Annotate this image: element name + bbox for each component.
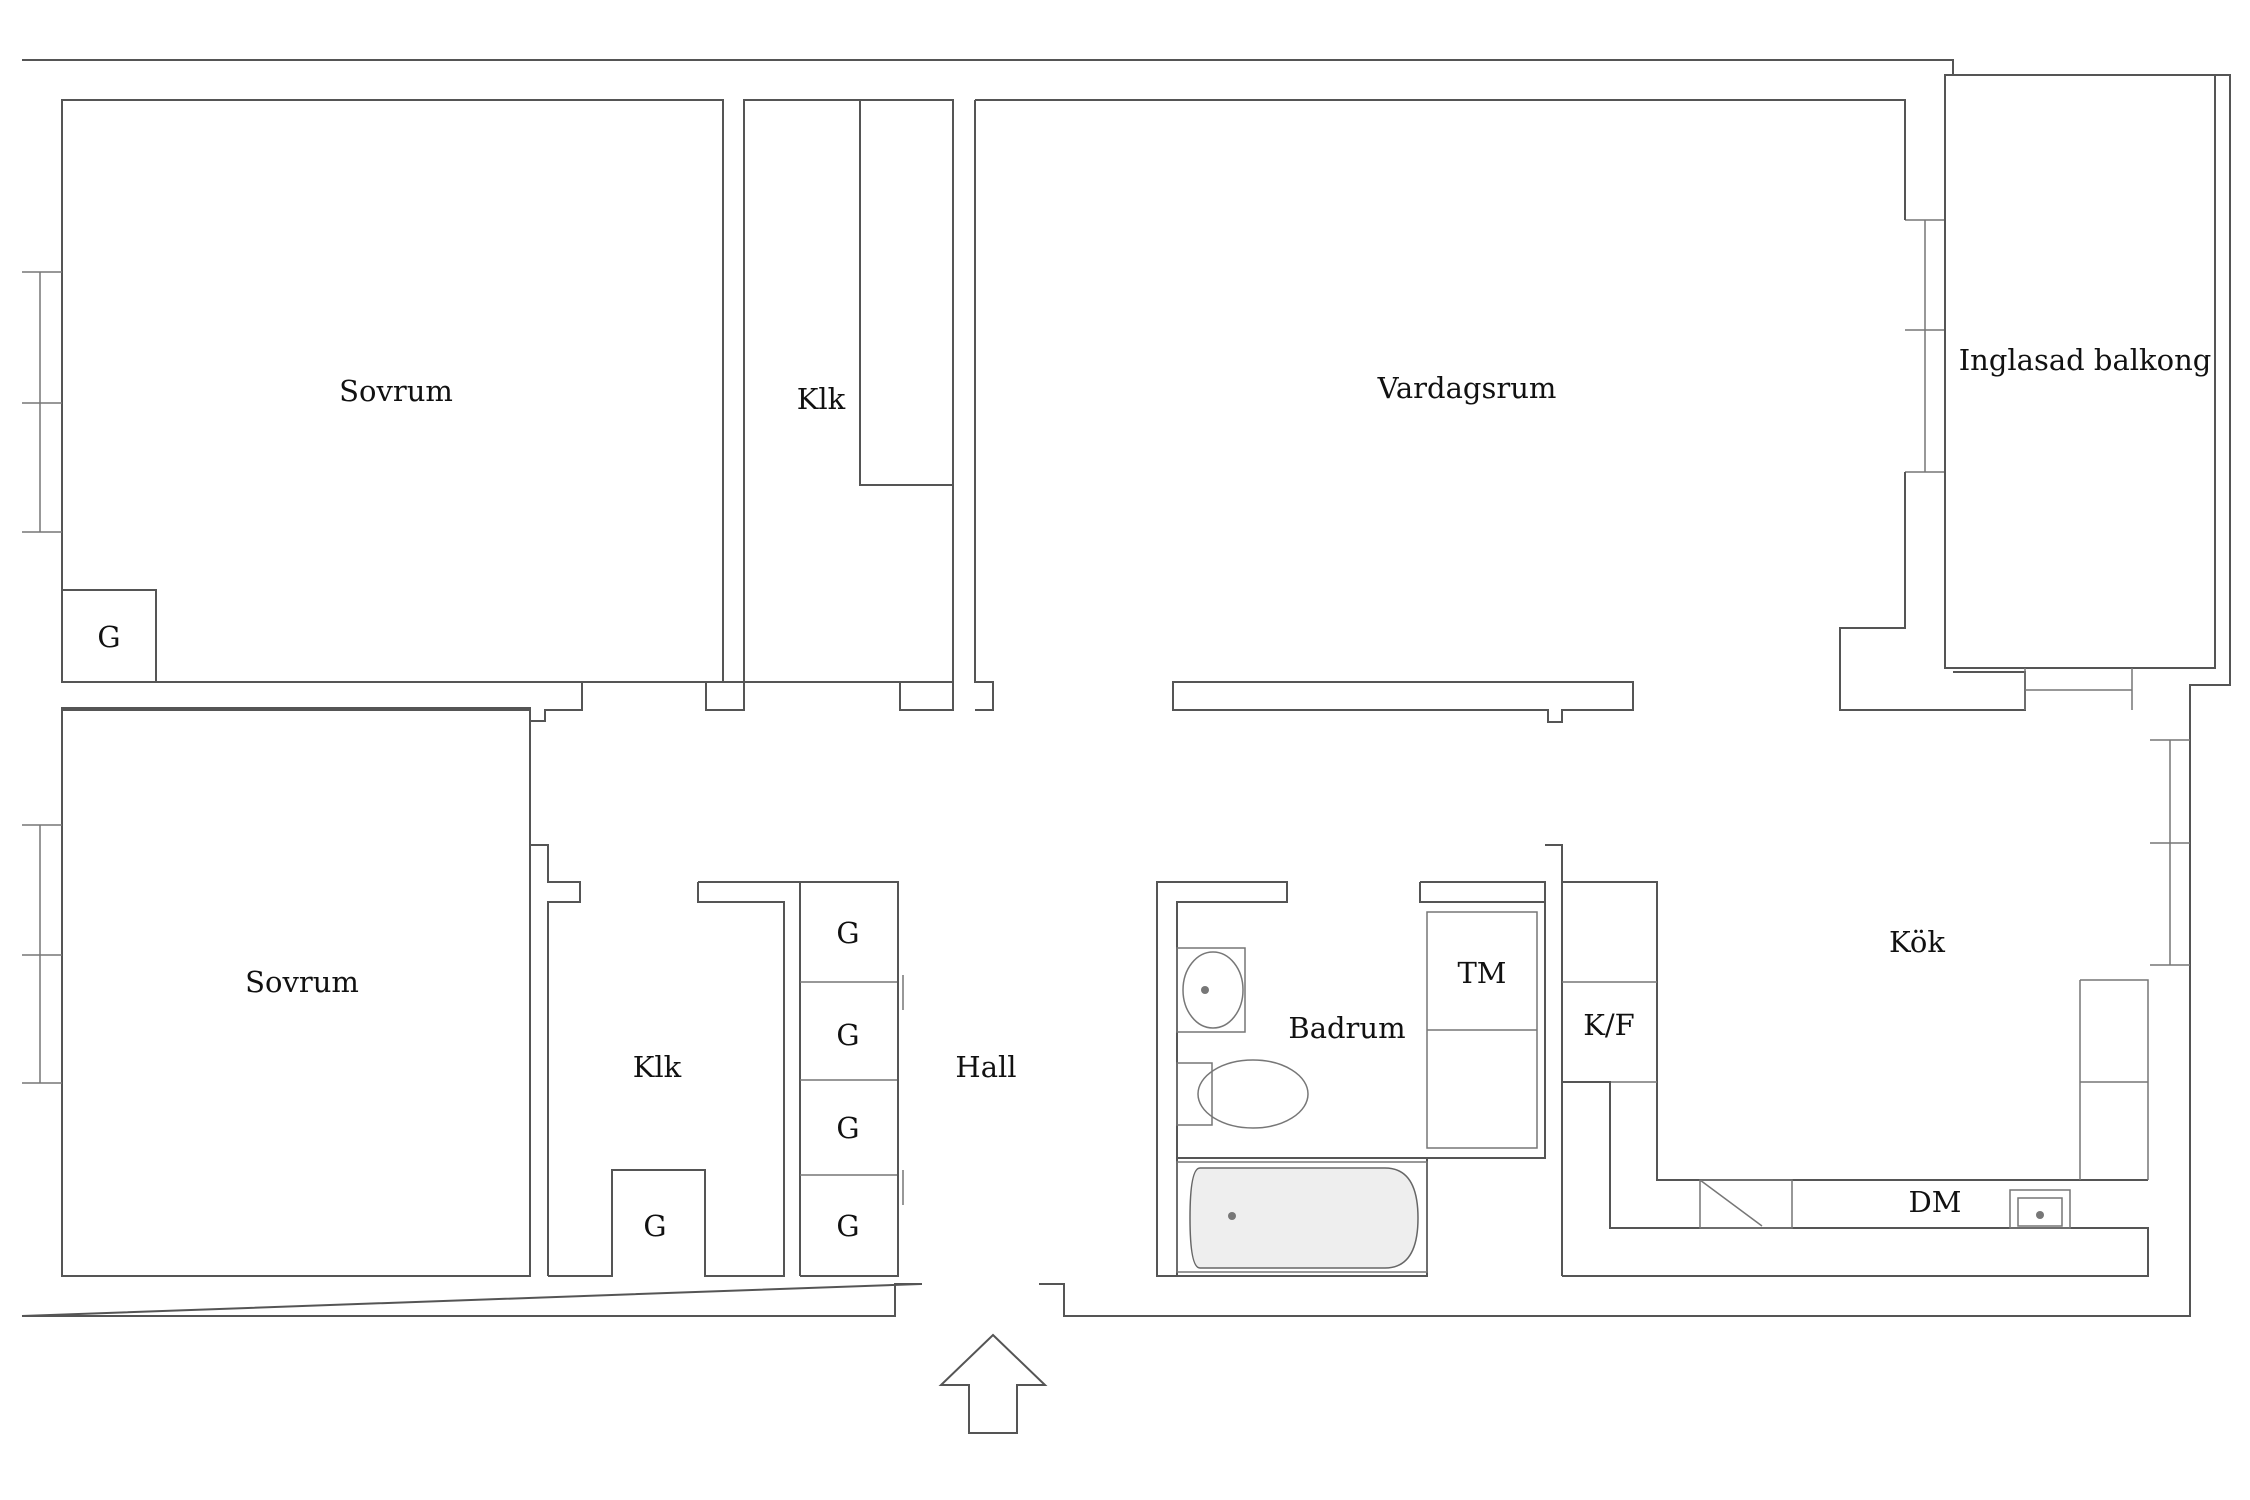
outer-walls	[21, 59, 2231, 1317]
wardrobe-label: G	[836, 1209, 859, 1243]
room-label-kitchen: Kök	[1889, 925, 1945, 959]
kitchen	[1562, 881, 2149, 1277]
wardrobe-label: G	[643, 1209, 666, 1243]
room-label-bathroom: Badrum	[1288, 1011, 1405, 1045]
wardrobe-label: G	[836, 1018, 859, 1052]
wardrobe-label: G	[97, 620, 120, 654]
wardrobe-label: G	[836, 916, 859, 950]
bathroom	[1156, 844, 1563, 1277]
room-label-glazed-balcony: Inglasad balkong	[1959, 343, 2212, 377]
closet-top	[705, 99, 994, 711]
living-room	[974, 99, 2026, 723]
entrance-arrow-icon	[938, 1333, 1048, 1434]
washing-machine-label: TM	[1457, 956, 1506, 990]
room-label-hall: Hall	[955, 1050, 1016, 1084]
room-label-closet-bottom: Klk	[633, 1050, 682, 1084]
room-label-bedroom-top: Sovrum	[339, 374, 453, 408]
windows-left	[22, 219, 2190, 1084]
bedroom-top	[62, 589, 583, 722]
dishwasher-label: DM	[1909, 1185, 1962, 1219]
room-label-bedroom-bottom: Sovrum	[245, 965, 359, 999]
wardrobe-label: G	[836, 1111, 859, 1145]
room-label-closet-top: Klk	[797, 382, 846, 416]
glazed-balcony	[1944, 74, 2216, 710]
wardrobes-hall	[800, 881, 904, 1277]
room-label-living-room: Vardagsrum	[1377, 371, 1557, 405]
fridge-freezer-label: K/F	[1583, 1008, 1635, 1042]
